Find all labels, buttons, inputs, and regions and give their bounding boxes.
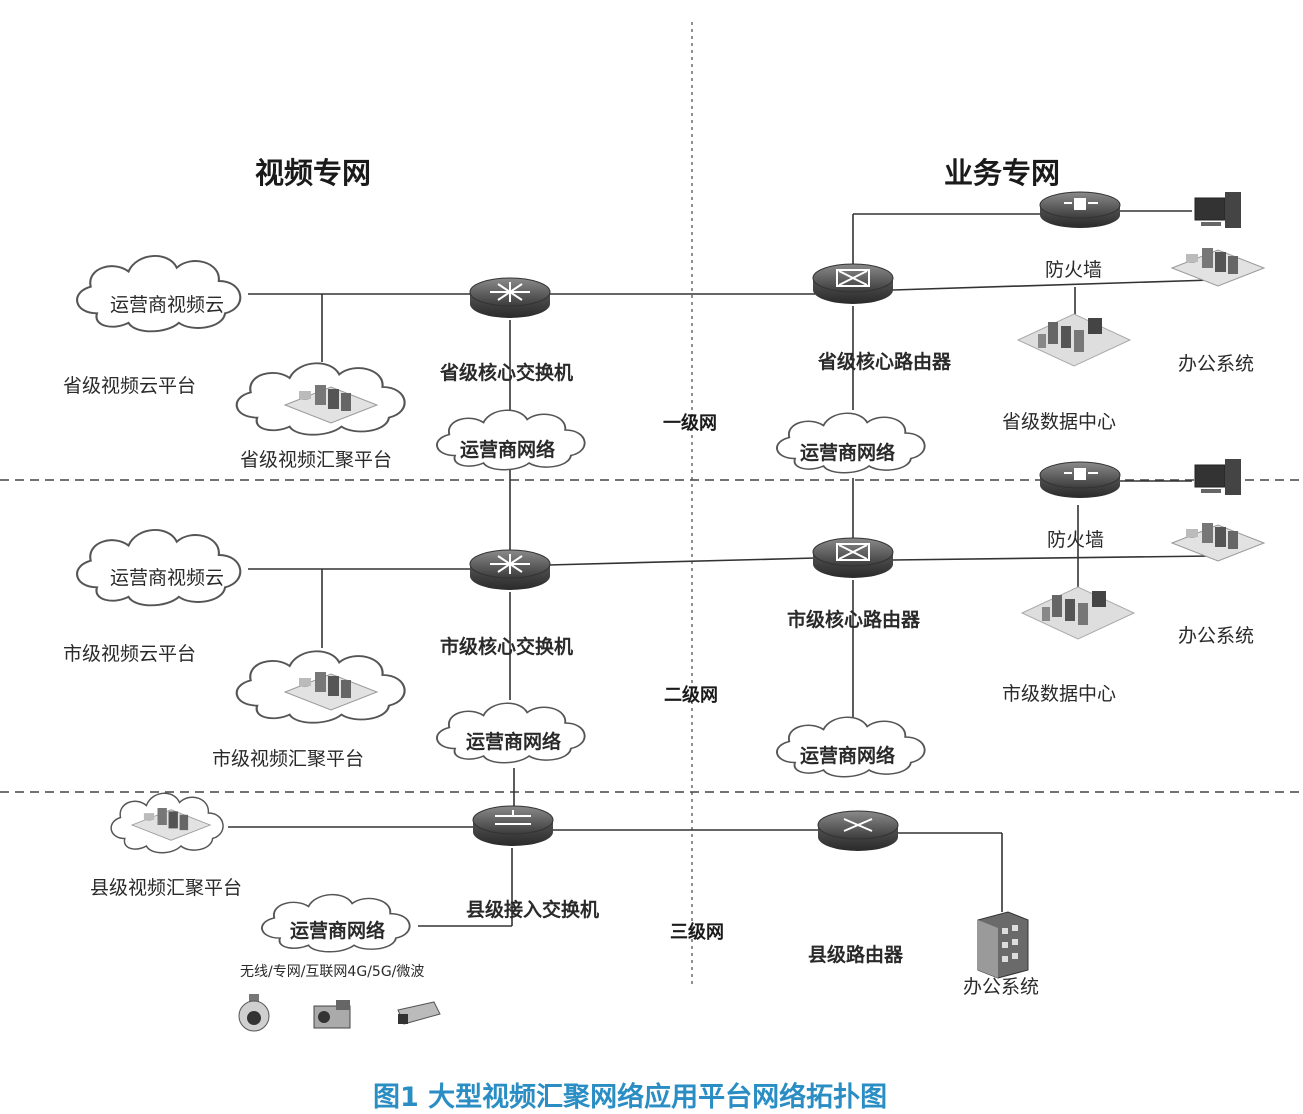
bullet-camera-icon xyxy=(397,1001,441,1025)
router-icon xyxy=(812,263,894,304)
core-switch-icon xyxy=(469,549,551,590)
province-core-switch-label: 省级核心交换机 xyxy=(440,362,574,384)
business-network-heading: 业务专网 xyxy=(944,156,1061,190)
video-network-heading: 视频专网 xyxy=(255,156,372,190)
monitor-icon xyxy=(1194,459,1241,495)
server-rack-icon xyxy=(1171,522,1265,562)
county-access-types-label: 无线/专网/互联网4G/5G/微波 xyxy=(240,964,425,980)
city-core-router-label: 市级核心路由器 xyxy=(787,609,921,631)
city-data-center-label: 市级数据中心 xyxy=(1002,683,1117,705)
tier-label-level3: 三级网 xyxy=(670,922,724,943)
province-video-cloud-platform-label: 省级视频云平台 xyxy=(63,375,197,397)
dome-camera-icon xyxy=(238,994,270,1032)
county-router-label: 县级路由器 xyxy=(808,944,904,966)
firewall-icon xyxy=(1039,461,1121,498)
city-aggregation-platform-label: 市级视频汇聚平台 xyxy=(212,748,365,770)
province-video-cloud-label: 运营商视频云 xyxy=(110,294,225,316)
city-firewall-label: 防火墙 xyxy=(1047,529,1105,551)
province-firewall-label: 防火墙 xyxy=(1045,259,1103,281)
router-icon xyxy=(812,537,894,578)
box-camera-icon xyxy=(313,1000,351,1029)
network-links xyxy=(228,210,1213,927)
county-aggregation-platform-label: 县级视频汇聚平台 xyxy=(90,877,243,899)
office-building-icon xyxy=(977,911,1029,979)
figure-caption: 图1 大型视频汇聚网络应用平台网络拓扑图 xyxy=(373,1082,888,1113)
data-center-icon xyxy=(1016,313,1132,367)
province-core-router-label: 省级核心路由器 xyxy=(818,351,952,373)
tier-label-level1: 一级网 xyxy=(663,413,717,434)
city-office-system-label: 办公系统 xyxy=(1178,625,1255,647)
province-carrier-network-right-label: 运营商网络 xyxy=(800,442,896,464)
province-aggregation-platform-label: 省级视频汇聚平台 xyxy=(240,449,393,471)
province-data-center-label: 省级数据中心 xyxy=(1002,411,1117,433)
monitor-icon xyxy=(1194,192,1241,228)
router-icon xyxy=(817,810,899,851)
county-access-switch-label: 县级接入交换机 xyxy=(466,899,600,921)
province-carrier-network-left-label: 运营商网络 xyxy=(460,439,556,461)
data-center-icon xyxy=(1020,586,1136,640)
county-office-system-label: 办公系统 xyxy=(963,976,1040,998)
province-office-system-label: 办公系统 xyxy=(1178,353,1255,375)
city-carrier-network-left-label: 运营商网络 xyxy=(466,731,562,753)
core-switch-icon xyxy=(469,277,551,318)
county-carrier-network-label: 运营商网络 xyxy=(290,920,386,942)
city-core-switch-label: 市级核心交换机 xyxy=(440,636,574,658)
city-video-cloud-label: 运营商视频云 xyxy=(110,567,225,589)
city-video-cloud-platform-label: 市级视频云平台 xyxy=(63,643,197,665)
city-carrier-network-right-label: 运营商网络 xyxy=(800,745,896,767)
firewall-icon xyxy=(1039,191,1121,228)
core-switch-icon xyxy=(472,805,554,846)
tier-label-level2: 二级网 xyxy=(664,685,718,706)
